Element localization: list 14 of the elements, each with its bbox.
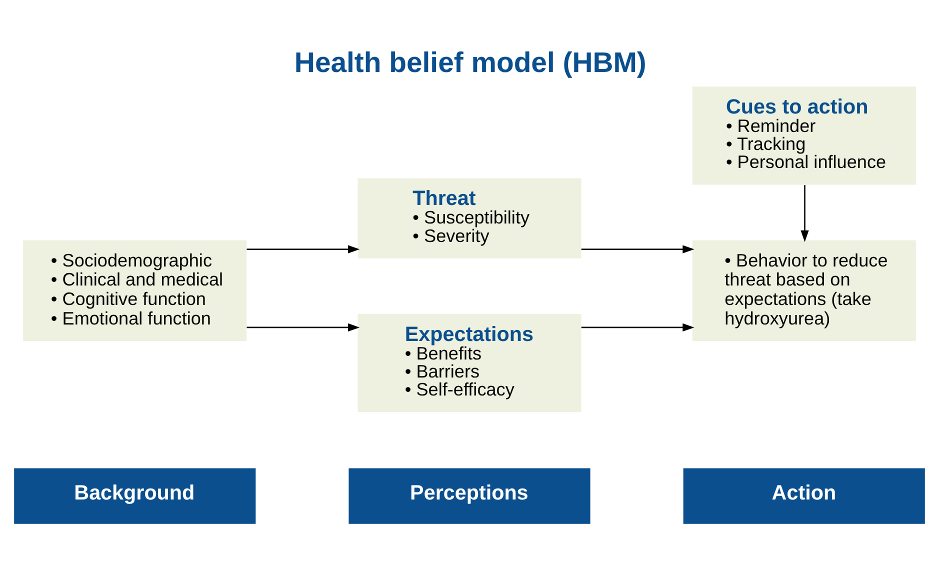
node-box: Background	[14, 468, 256, 524]
node-box: • Sociodemographic • Clinical and medical • Cognitive function • Emotional function	[23, 240, 247, 341]
node-box: Expectations • Benefits • Barriers • Self-efficacy	[358, 313, 582, 412]
arrow	[581, 322, 694, 332]
arrow	[246, 322, 360, 332]
node-box: Cues to action • Reminder • Tracking • Personal influence	[692, 86, 916, 184]
diagram-title: Health belief model (HBM)	[294, 46, 646, 78]
arrow	[800, 184, 809, 242]
arrow	[581, 244, 694, 253]
node-box: Action	[683, 468, 925, 524]
node-box: Perceptions	[348, 468, 590, 524]
node-box: • Behavior to reduce threat based on expectations (take hydroxyurea)	[692, 240, 916, 341]
node-box: Threat • Susceptibility • Severity	[358, 178, 582, 258]
arrow	[246, 244, 360, 253]
